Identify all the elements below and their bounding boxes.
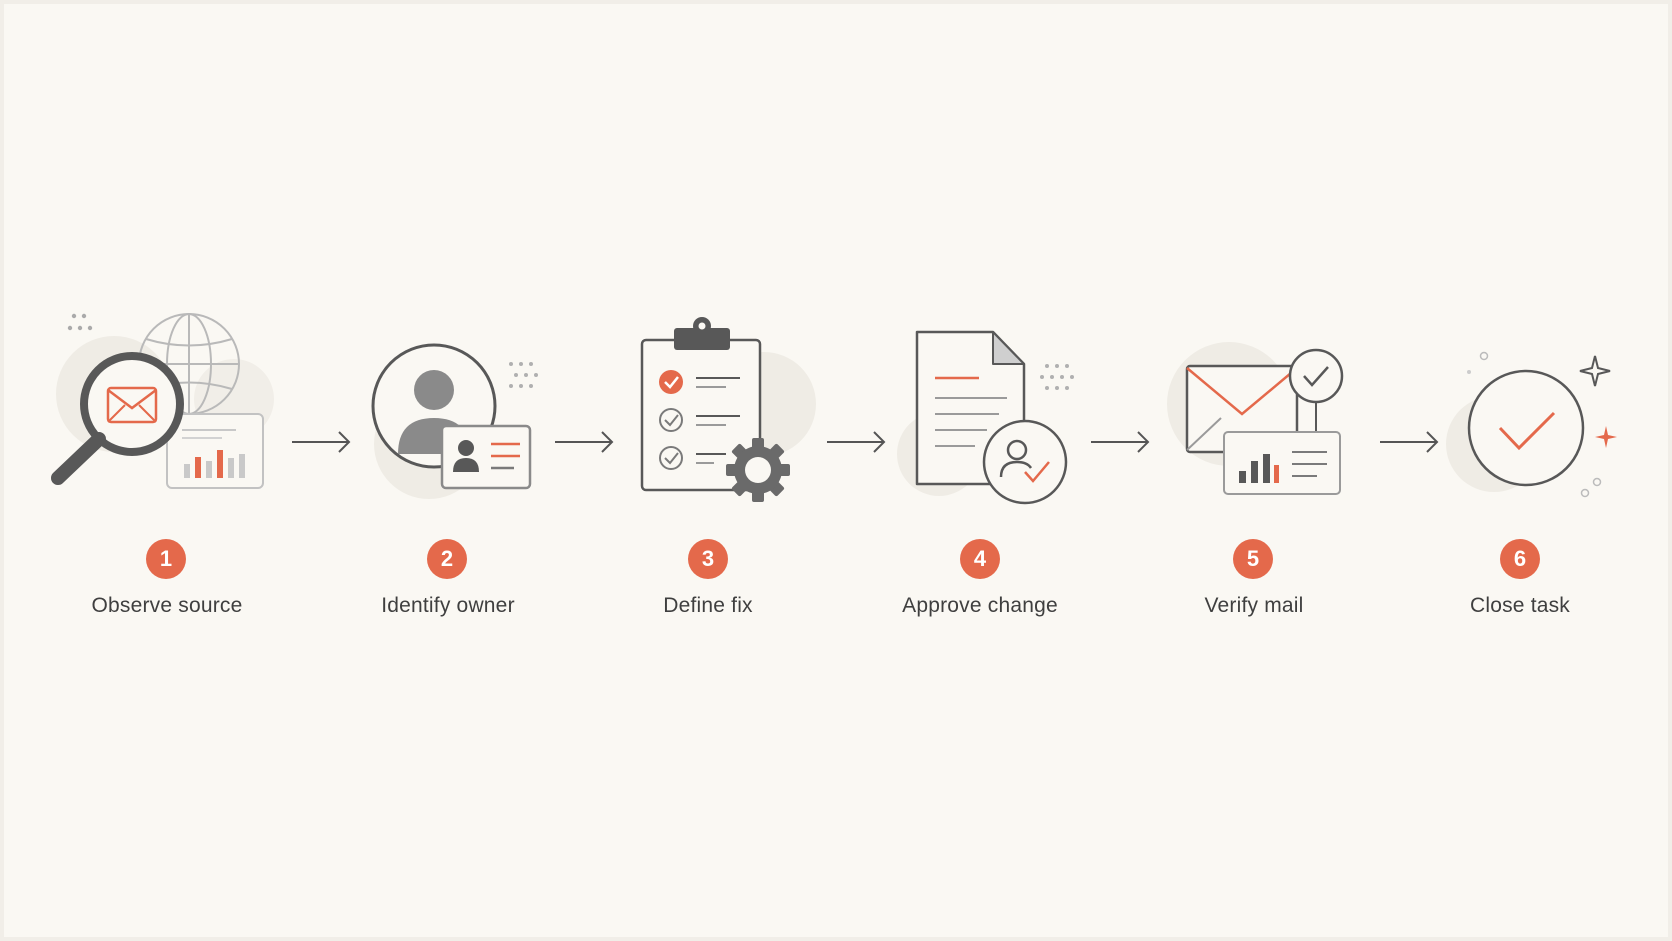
step-number-badge: 2 bbox=[427, 539, 467, 579]
arrow-right-icon bbox=[292, 431, 351, 453]
step-number-badge: 6 bbox=[1500, 539, 1540, 579]
step-label: Define fix bbox=[663, 594, 753, 617]
arrow-right-icon bbox=[1380, 431, 1439, 453]
user-id-card-icon bbox=[371, 343, 538, 499]
clipboard-checklist-gear-icon bbox=[640, 317, 816, 502]
document-approval-icon bbox=[897, 330, 1074, 505]
step-number-badge: 4 bbox=[960, 539, 1000, 579]
step-label: Close task bbox=[1469, 594, 1571, 617]
check-circle-icon bbox=[1446, 351, 1617, 498]
arrow-right-icon bbox=[555, 431, 614, 453]
step-label: Approve change bbox=[902, 594, 1058, 617]
magnifier-mail-globe-icon bbox=[51, 313, 274, 489]
step-label: Observe source bbox=[91, 594, 243, 617]
envelope-verified-icon bbox=[1167, 342, 1344, 495]
arrow-right-icon bbox=[827, 431, 886, 453]
step-number-badge: 3 bbox=[688, 539, 728, 579]
step-label: Identify owner bbox=[381, 594, 515, 617]
arrow-right-icon bbox=[1091, 431, 1150, 453]
step-label: Verify mail bbox=[1204, 594, 1304, 617]
step-number-badge: 1 bbox=[146, 539, 186, 579]
step-number-badge: 5 bbox=[1233, 539, 1273, 579]
